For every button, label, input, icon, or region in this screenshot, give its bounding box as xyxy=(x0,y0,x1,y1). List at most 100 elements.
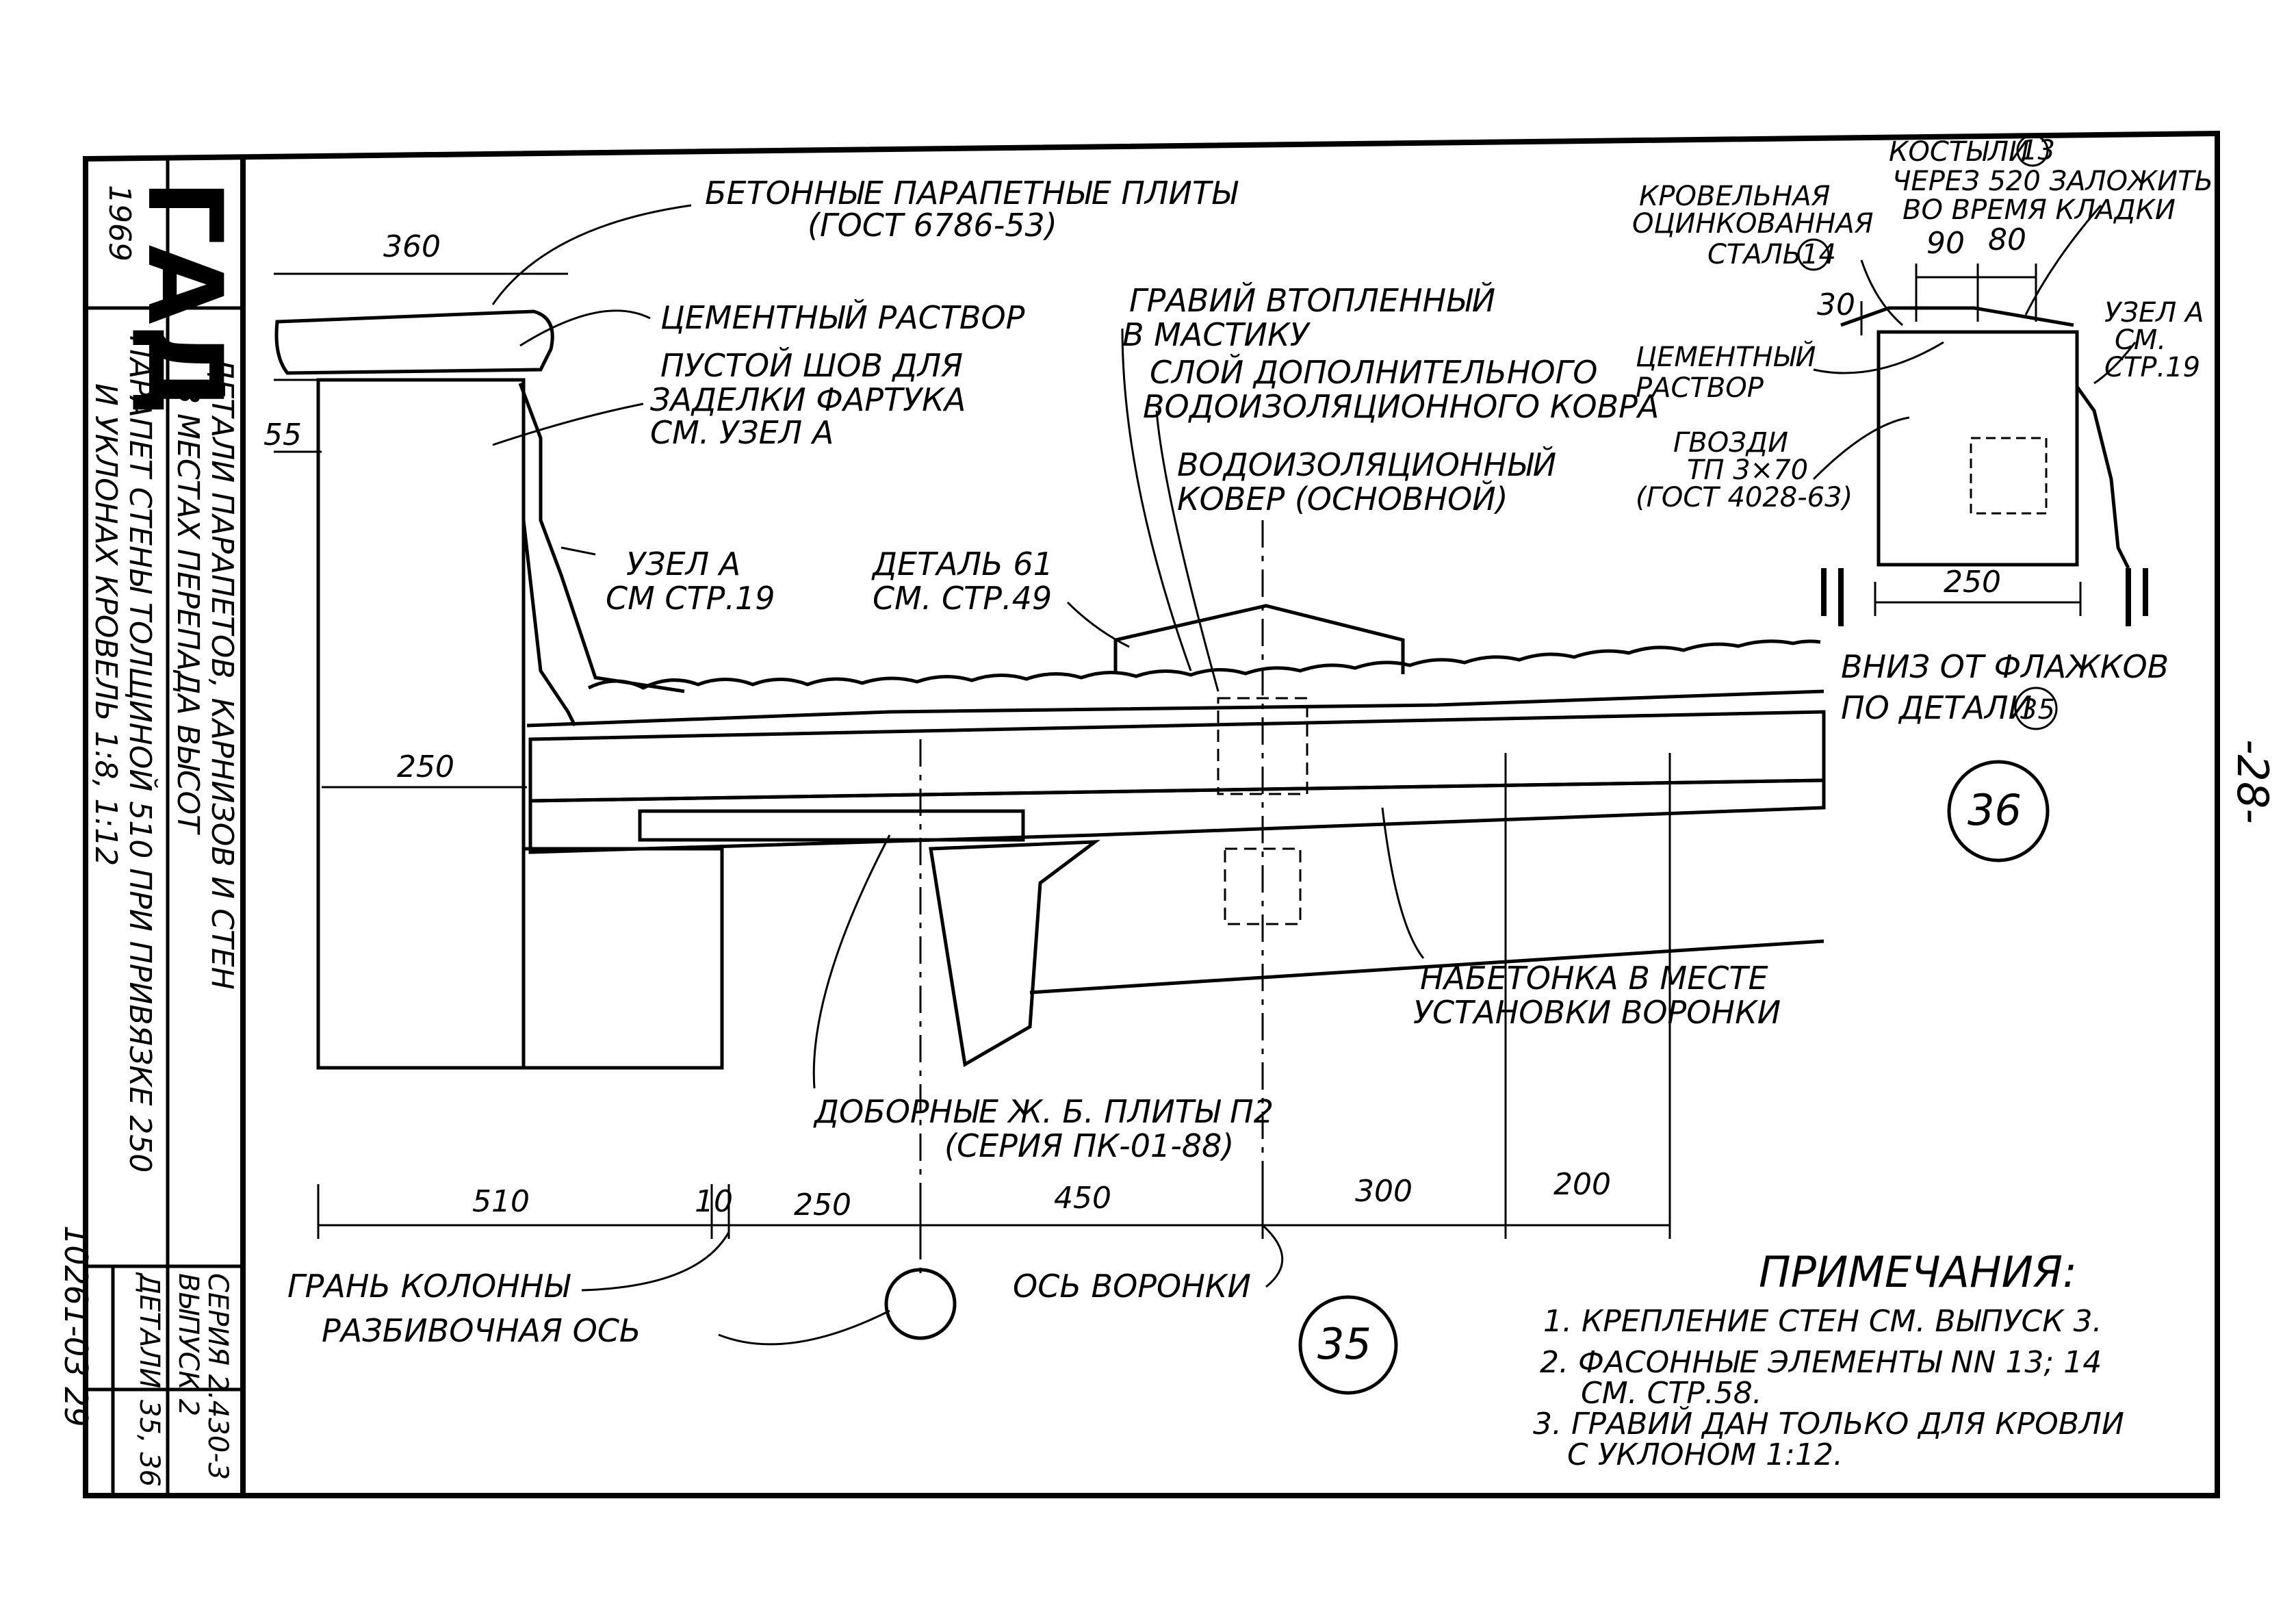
cap-steel xyxy=(1840,306,2074,327)
drawing-title-line1: ДЕТАЛИ ПАРАПЕТОВ, КАРНИЗОВ И СТЕН xyxy=(205,355,240,990)
label-main-carpet-1: ВОДОИЗОЛЯЦИОННЫЙ xyxy=(1177,446,1556,483)
dim-bottom-450: 450 xyxy=(1054,1181,1111,1216)
dim-bottom-200: 200 xyxy=(1553,1167,1611,1202)
notes-block: ПРИМЕЧАНИЯ: 1. КРЕПЛЕНИЕ СТЕН СМ. ВЫПУСК… xyxy=(1533,1247,2124,1472)
dim-bottom-10: 10 xyxy=(695,1184,733,1219)
detail-36-labels: КОСТЫЛИ 13 ЧЕРЕЗ 520 ЗАЛОЖИТЬ ВО ВРЕМЯ К… xyxy=(1632,134,2213,835)
details-value: 35, 36 xyxy=(133,1400,165,1487)
label-down-flags-ref: 35 xyxy=(2020,694,2055,726)
label-node-a-36-1: УЗЕЛ А xyxy=(2104,297,2204,329)
document-number: 10261-03 29 xyxy=(57,1225,94,1427)
detail-35-labels: БЕТОННЫЕ ПАРАПЕТНЫЕ ПЛИТЫ (ГОСТ 6786-53)… xyxy=(263,175,1781,1395)
label-crutches-1: КОСТЫЛИ xyxy=(1889,136,2029,168)
label-crutches-ref: 13 xyxy=(2020,135,2055,166)
dim-top-width: 360 xyxy=(383,229,441,264)
label-extra-plates-1: ДОБОРНЫЕ Ж. Б. ПЛИТЫ П2 xyxy=(813,1093,1274,1130)
label-roof-steel-1: КРОВЕЛЬНАЯ xyxy=(1639,181,1830,212)
detail-36-number-circle xyxy=(1947,760,2050,862)
label-extra-layer-1: СЛОЙ ДОПОЛНИТЕЛЬНОГО xyxy=(1150,354,1597,391)
label-roof-steel-ref: 14 xyxy=(1801,239,1836,270)
label-funnel-axis: ОСЬ ВОРОНКИ xyxy=(1013,1268,1251,1305)
label-down-flags-2: ПО ДЕТАЛИ xyxy=(1841,689,2032,726)
detail-35-number-circle xyxy=(1298,1295,1398,1395)
label-parapet-plates: БЕТОННЫЕ ПАРАПЕТНЫЕ ПЛИТЫ xyxy=(705,175,1239,212)
detail-35-drawing xyxy=(274,204,1826,1346)
drawing-subtitle-line1: ПАРАПЕТ СТЕНЫ ТОЛЩИНОЙ 510 ПРИ ПРИВЯЗКЕ … xyxy=(122,335,159,1173)
drawing-title-line2: В МЕСТАХ ПЕРЕПАДА ВЫСОТ xyxy=(170,383,205,835)
label-node-a-36-2: СМ. xyxy=(2115,324,2166,356)
down-flags-ref-circle xyxy=(2014,687,2058,730)
wall-36 xyxy=(1876,330,2079,567)
dim-wall-offset: 250 xyxy=(397,750,454,784)
note-2-cont: СМ. СТР.58. xyxy=(1581,1376,1762,1411)
label-gravel-2: В МАСТИКУ xyxy=(1122,316,1311,353)
note-2: 2. ФАСОННЫЕ ЭЛЕМЕНТЫ NN 13; 14 xyxy=(1540,1345,2102,1380)
extra-plate xyxy=(638,809,1025,842)
dim-36-top-b: 80 xyxy=(1988,222,2026,257)
label-main-carpet-2: КОВЕР (ОСНОВНОЙ) xyxy=(1177,481,1508,517)
label-detail-61-2: СМ. СТР.49 xyxy=(873,580,1052,617)
label-nails-2: ТП 3×70 xyxy=(1687,454,1808,486)
flashing-36 xyxy=(2075,385,2130,569)
label-concrete-fill-1: НАБЕТОНКА В МЕСТЕ xyxy=(1420,960,1768,997)
label-cement-mortar: ЦЕМЕНТНЫЙ РАСТВОР xyxy=(660,299,1025,336)
label-crutches-2: ЧЕРЕЗ 520 ЗАЛОЖИТЬ xyxy=(1892,166,2213,197)
label-concrete-fill-2: УСТАНОВКИ ВОРОНКИ xyxy=(1413,994,1781,1031)
brick-wall xyxy=(316,378,526,1070)
sheet-frame xyxy=(83,130,2220,1498)
label-extra-layer-2: ВОДОИЗОЛЯЦИОННОГО КОВРА xyxy=(1143,388,1659,425)
roof-carpet xyxy=(526,689,1824,728)
roof-steel-ref-circle xyxy=(1797,238,1830,271)
label-column-face: ГРАНЬ КОЛОННЫ xyxy=(287,1268,571,1305)
label-empty-seam-2: ЗАДЕЛКИ ФАРТУКА xyxy=(650,381,966,418)
funnel-insert xyxy=(1217,697,1308,795)
roof-slab xyxy=(528,778,1826,854)
insulation-layer xyxy=(528,710,1826,803)
dim-edge-height: 55 xyxy=(263,418,302,452)
label-down-flags-1: ВНИЗ ОТ ФЛАЖКОВ xyxy=(1841,648,2169,685)
label-layout-axis: РАЗБИВОЧНАЯ ОСЬ xyxy=(322,1312,641,1349)
beam-bottom-line xyxy=(1029,939,1824,995)
parapet-cap-plate xyxy=(274,309,554,375)
label-empty-seam-1: ПУСТОЙ ШОВ ДЛЯ xyxy=(660,347,963,384)
label-roof-steel-3: СТАЛЬ xyxy=(1707,239,1801,270)
dim-bottom-510: 510 xyxy=(472,1184,530,1219)
crutches-ref-circle xyxy=(2016,134,2049,167)
title-block: ДЕТАЛИ ПАРАПЕТОВ, КАРНИЗОВ И СТЕН В МЕСТ… xyxy=(57,335,240,1487)
upstand-screed xyxy=(521,520,577,727)
label-detail-61-1: ДЕТАЛЬ 61 xyxy=(871,546,1053,582)
notes-heading: ПРИМЕЧАНИЯ: xyxy=(1759,1247,2077,1297)
gravel-layer xyxy=(587,639,1821,690)
note-3-cont: С УКЛОНОМ 1:12. xyxy=(1567,1437,1843,1472)
dim-36-height: 30 xyxy=(1817,287,1855,322)
title-stamp: ГАД 1969 xyxy=(102,179,244,415)
label-gravel-1: ГРАВИЙ ВТОПЛЕННЫЙ xyxy=(1129,282,1495,319)
issue-label: ВЫПУСК 2 xyxy=(172,1273,204,1416)
label-crutches-3: ВО ВРЕМЯ КЛАДКИ xyxy=(1902,194,2176,226)
label-cement-36-1: ЦЕМЕНТНЫЙ xyxy=(1636,340,1816,373)
label-node-a-2: СМ СТР.19 xyxy=(606,580,775,617)
rib xyxy=(929,840,1100,1067)
label-empty-seam-3: СМ. УЗЕЛ А xyxy=(650,414,834,451)
detail-35-number: 35 xyxy=(1317,1319,1371,1369)
dim-36-top-a: 90 xyxy=(1926,226,1965,261)
label-nails-1: ГВОЗДИ xyxy=(1673,427,1788,459)
label-node-a-1: УЗЕЛ А xyxy=(626,546,740,582)
flag-right xyxy=(2126,568,2148,626)
drawing-subtitle-line2: И УКЛОНАХ КРОВЕЛЬ 1:8, 1:12 xyxy=(88,383,123,866)
funnel-cap xyxy=(1113,604,1405,674)
layout-axis-marker xyxy=(884,1268,957,1340)
series-label: СЕРИЯ 2.430-3 xyxy=(202,1273,233,1480)
dim-bottom-250: 250 xyxy=(794,1188,851,1222)
note-1: 1. КРЕПЛЕНИЕ СТЕН СМ. ВЫПУСК 3. xyxy=(1543,1304,2102,1339)
stamp-year: 1969 xyxy=(102,185,137,261)
label-extra-plates-2: (СЕРИЯ ПК-01-88) xyxy=(944,1127,1234,1164)
page-number: -28- xyxy=(2228,739,2278,824)
label-nails-3: (ГОСТ 4028-63) xyxy=(1636,482,1853,513)
stamp-org: ГАД xyxy=(125,179,244,415)
label-cement-36-2: РАСТВОР xyxy=(1636,372,1764,404)
dim-bottom-300: 300 xyxy=(1355,1174,1413,1209)
label-node-a-36-3: СТР.19 xyxy=(2104,352,2200,383)
detail-36-drawing xyxy=(1812,205,2148,862)
